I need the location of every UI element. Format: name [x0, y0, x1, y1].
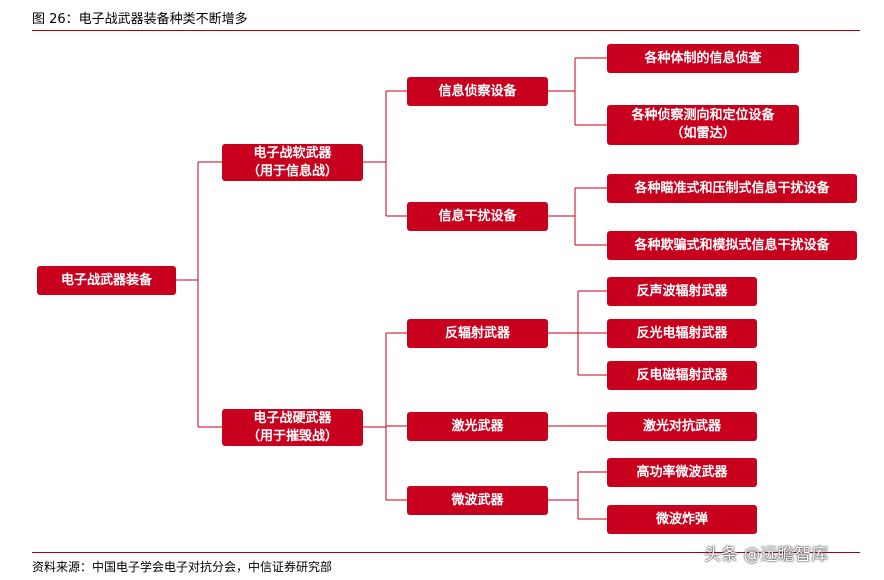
node-microwave: 微波武器 [407, 486, 548, 515]
leaf-anti-optoelectronic: 反光电辐射武器 [607, 319, 757, 348]
leaf-high-power-microwave: 高功率微波武器 [607, 458, 757, 487]
leaf-aimed-jamming: 各种瞄准式和压制式信息干扰设备 [607, 174, 857, 203]
leaf-recon-systems: 各种体制的信息侦查 [607, 44, 799, 73]
title-rule [32, 30, 860, 31]
node-anti-radiation: 反辐射武器 [407, 319, 548, 348]
node-soft-weapons: 电子战软武器 （用于信息战） [222, 144, 363, 181]
leaf-anti-acoustic: 反声波辐射武器 [607, 277, 757, 306]
leaf-laser-countermeasure: 激光对抗武器 [607, 412, 757, 441]
footer-rule [32, 552, 860, 553]
node-laser: 激光武器 [407, 412, 548, 441]
node-jamming-equipment: 信息干扰设备 [407, 202, 548, 231]
leaf-deceptive-jamming: 各种欺骗式和模拟式信息干扰设备 [607, 231, 857, 260]
node-hard-weapons: 电子战硬武器 （用于摧毁战） [222, 409, 363, 446]
leaf-direction-finding: 各种侦察测向和定位设备 （如雷达） [607, 105, 799, 145]
leaf-microwave-bomb: 微波炸弹 [607, 505, 757, 534]
source-note: 资料来源：中国电子学会电子对抗分会，中信证券研究部 [32, 560, 333, 574]
leaf-anti-electromagnetic: 反电磁辐射武器 [607, 361, 757, 390]
watermark: 头条 @远瞻智库 [704, 545, 829, 565]
node-root: 电子战武器装备 [37, 266, 176, 295]
figure-title: 图 26：电子战武器装备种类不断增多 [32, 12, 248, 27]
node-recon-equipment: 信息侦察设备 [407, 77, 548, 106]
